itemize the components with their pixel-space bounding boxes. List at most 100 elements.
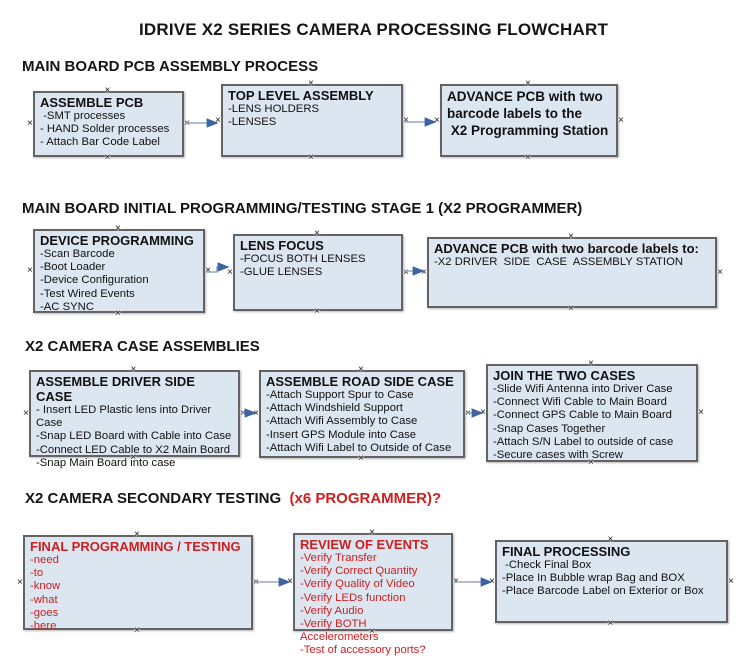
box-item: -AC SYNC bbox=[40, 300, 94, 313]
connection-handle-icon: × bbox=[134, 529, 140, 540]
box-item: -Insert GPS Module into Case bbox=[266, 428, 417, 441]
flow-box-assemble-driver-side-case: ASSEMBLE DRIVER SIDE CASE - Insert LED P… bbox=[23, 365, 246, 469]
connection-handle-icon: × bbox=[588, 358, 594, 369]
connection-handle-icon: × bbox=[184, 118, 190, 129]
box-items: -Slide Wifi Antenna into Driver Case-Con… bbox=[493, 383, 691, 462]
box-item: -goes bbox=[30, 606, 59, 619]
connection-handle-icon: × bbox=[698, 407, 704, 418]
flow-box-review-of-events: REVIEW OF EVENTS -Verify Transfer-Verify… bbox=[287, 528, 459, 657]
box-item: -Secure cases with Screw bbox=[493, 449, 623, 462]
box-item: -Device Configuration bbox=[40, 274, 149, 287]
box-items: -FOCUS BOTH LENSES-GLUE LENSES bbox=[240, 253, 396, 279]
box-title: DEVICE PROGRAMMING bbox=[40, 233, 194, 248]
box-item: -Connect Wifi Cable to Main Board bbox=[493, 396, 667, 409]
box-title: ASSEMBLE PCB bbox=[40, 95, 144, 110]
box-item: -Verify Quality of Video bbox=[300, 578, 415, 591]
box-item: -Test of accessory ports? bbox=[300, 644, 426, 657]
page-title: IDRIVE X2 SERIES CAMERA PROCESSING FLOWC… bbox=[138, 20, 609, 39]
box-item: -FOCUS BOTH LENSES bbox=[240, 253, 366, 265]
box-item: -LENSES bbox=[228, 116, 277, 129]
connection-handle-icon: × bbox=[728, 575, 734, 587]
connection-handle-icon: × bbox=[227, 266, 233, 278]
box-item: -what bbox=[30, 593, 58, 606]
section-header-text: X2 CAMERA SECONDARY TESTING bbox=[25, 490, 286, 507]
box-item: -SMT processes bbox=[40, 110, 126, 122]
connection-handle-icon: × bbox=[130, 364, 137, 375]
box-item: -Scan Barcode bbox=[40, 248, 115, 260]
box-item: X2 Programming Station bbox=[447, 123, 609, 138]
connection-handle-icon: × bbox=[568, 231, 574, 242]
connection-handle-icon: × bbox=[253, 576, 259, 588]
connection-handle-icon: × bbox=[607, 534, 614, 545]
box-item: -Slide Wifi Antenna into Driver Case bbox=[493, 383, 673, 395]
section-header-case-assemblies: X2 CAMERA CASE ASSEMBLIES bbox=[25, 338, 260, 355]
box-items: -need-to-know-what-goes-here bbox=[30, 554, 246, 633]
connection-handle-icon: × bbox=[607, 618, 614, 629]
flow-arrow bbox=[206, 262, 230, 273]
flow-box-assemble-pcb: ASSEMBLE PCB -SMT processes- HAND Solder… bbox=[27, 86, 190, 163]
box-item: - Attach Bar Code Label bbox=[40, 136, 160, 149]
connection-handle-icon: × bbox=[453, 576, 459, 587]
connection-handle-icon: × bbox=[104, 85, 111, 96]
box-title: ASSEMBLE ROAD SIDE CASE bbox=[266, 374, 454, 389]
section-header-red-suffix: (x6 PROGRAMMER)? bbox=[285, 490, 442, 507]
box-item: -know bbox=[30, 580, 61, 593]
box-item: -Verify LEDs function bbox=[300, 591, 406, 604]
box-item: -Place In Bubble wrap Bag and BOX bbox=[502, 572, 685, 585]
box-item: -Connect LED Cable to X2 Main Board bbox=[36, 443, 231, 456]
section-header-pcb-assembly: MAIN BOARD PCB ASSEMBLY PROCESS bbox=[22, 58, 318, 75]
box-item: -Check Final Box bbox=[502, 559, 592, 571]
connection-handle-icon: × bbox=[253, 408, 259, 419]
box-item: -Verify Correct Quantity bbox=[300, 565, 418, 578]
connection-handle-icon: × bbox=[104, 152, 111, 163]
box-item: - Insert LED Plastic lens into Driver Ca… bbox=[36, 404, 215, 430]
box-item: -Snap LED Board with Cable into Case bbox=[36, 430, 232, 443]
box-item: -Attach Wifi Assembly to Case bbox=[266, 415, 418, 428]
connection-handle-icon: × bbox=[240, 407, 246, 419]
connection-handle-icon: × bbox=[358, 364, 364, 375]
box-item: -Boot Loader bbox=[40, 261, 106, 274]
box-title: REVIEW OF EVENTS bbox=[300, 537, 429, 552]
box-items: -Attach Support Spur to Case-Attach Wind… bbox=[266, 389, 458, 455]
flow-box-device-programming: DEVICE PROGRAMMING -Scan Barcode-Boot Lo… bbox=[27, 224, 211, 319]
connection-handle-icon: × bbox=[369, 527, 375, 538]
connection-handle-icon: × bbox=[403, 266, 409, 278]
box-items: -X2 DRIVER SIDE CASE ASSEMBLY STATION bbox=[434, 256, 710, 269]
connection-handle-icon: × bbox=[27, 118, 33, 129]
connection-handle-icon: × bbox=[215, 114, 221, 126]
flow-box-final-processing: FINAL PROCESSING -Check Final Box-Place … bbox=[489, 535, 734, 629]
box-item: -Place Barcode Label on Exterior or Box bbox=[502, 585, 704, 598]
section-header-secondary-testing: X2 CAMERA SECONDARY TESTING (x6 PROGRAMM… bbox=[25, 490, 441, 507]
box-items: -Verify Transfer-Verify Correct Quantity… bbox=[300, 552, 446, 658]
box-item: -Verify Audio bbox=[300, 604, 364, 617]
box-item: -Attach Windshield Support bbox=[266, 402, 403, 415]
connection-handle-icon: × bbox=[480, 407, 486, 418]
flow-box-join-the-two-cases: JOIN THE TWO CASES -Slide Wifi Antenna i… bbox=[480, 359, 704, 468]
flow-box-top-level-assembly: TOP LEVEL ASSEMBLY -LENS HOLDERS-LENSES … bbox=[215, 79, 409, 163]
flow-box-final-programming-testing: FINAL PROGRAMMING / TESTING -need-to-kno… bbox=[17, 530, 259, 636]
box-item: -Attach Support Spur to Case bbox=[266, 389, 414, 401]
box-items: -LENS HOLDERS-LENSES bbox=[228, 103, 396, 129]
connection-handle-icon: × bbox=[358, 453, 364, 464]
box-item: -Attach S/N Label to outside of case bbox=[493, 435, 674, 448]
box-item: ADVANCE PCB with two bbox=[447, 89, 603, 104]
connection-handle-icon: × bbox=[525, 152, 531, 163]
box-item: -Test Wired Events bbox=[40, 287, 135, 300]
connection-handle-icon: × bbox=[403, 114, 409, 126]
connection-handle-icon: × bbox=[489, 575, 495, 587]
connection-handle-icon: × bbox=[465, 408, 471, 419]
box-item: -Connect GPS Cable to Main Board bbox=[493, 409, 672, 422]
box-title: TOP LEVEL ASSEMBLY bbox=[228, 88, 374, 103]
connection-handle-icon: × bbox=[618, 114, 624, 126]
section-header-initial-programming: MAIN BOARD INITIAL PROGRAMMING/TESTING S… bbox=[22, 200, 582, 217]
flow-box-advance-to-driver-side-station: ADVANCE PCB with two barcode labels to: … bbox=[421, 232, 723, 314]
box-items: -Check Final Box-Place In Bubble wrap Ba… bbox=[502, 559, 721, 599]
connection-handle-icon: × bbox=[287, 576, 293, 587]
section-header-text: X2 CAMERA CASE ASSEMBLIES bbox=[25, 338, 260, 355]
connection-handle-icon: × bbox=[27, 265, 33, 276]
box-item: -need bbox=[30, 554, 59, 566]
connection-handle-icon: × bbox=[308, 152, 314, 163]
box-item: -X2 DRIVER SIDE CASE ASSEMBLY STATION bbox=[434, 256, 684, 268]
